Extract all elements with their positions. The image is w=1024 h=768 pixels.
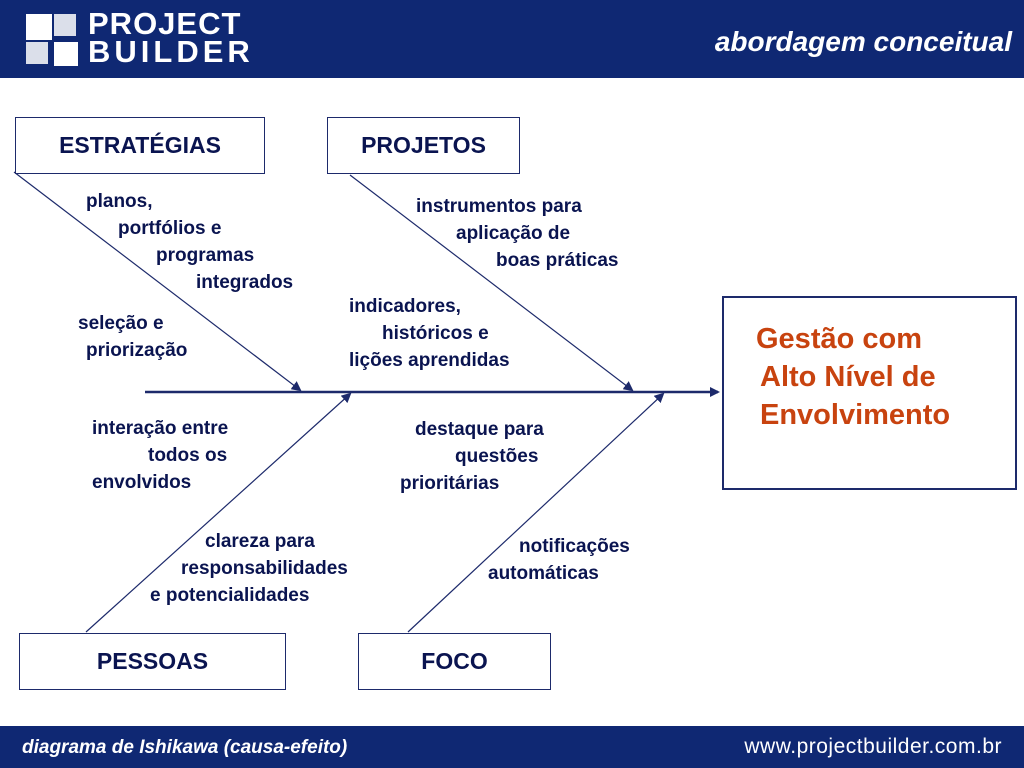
bone-people bbox=[85, 392, 352, 633]
cause-line: boas práticas bbox=[496, 250, 619, 271]
cause-line: envolvidos bbox=[92, 472, 192, 493]
category-focus: FOCO bbox=[358, 633, 551, 690]
bone-projects bbox=[349, 174, 634, 392]
cause-line: priorização bbox=[86, 340, 188, 361]
cause-line: interação entre bbox=[92, 418, 229, 439]
cause-line: questões bbox=[455, 446, 539, 467]
cause-line: planos, bbox=[86, 191, 153, 212]
cause-line: portfólios e bbox=[118, 218, 222, 239]
logo-line-2: BUILDER bbox=[88, 34, 254, 69]
cause-people-clarity: clareza para responsabilidades e potenci… bbox=[150, 528, 348, 609]
cause-line: programas bbox=[156, 245, 255, 266]
project-builder-logo: PROJECT BUILDER bbox=[24, 6, 274, 70]
cause-line: automáticas bbox=[488, 563, 599, 584]
cause-line: todos os bbox=[148, 445, 228, 466]
category-people: PESSOAS bbox=[19, 633, 286, 690]
effect-line: Alto Nível de bbox=[760, 361, 936, 393]
effect-text: Gestão com Alto Nível de Envolvimento bbox=[756, 320, 950, 434]
footer-bar: diagrama de Ishikawa (causa-efeito) www.… bbox=[0, 726, 1024, 768]
cause-line: históricos e bbox=[382, 323, 489, 344]
logo-squares-icon bbox=[26, 14, 78, 66]
logo-line-1: PROJECT bbox=[88, 6, 242, 41]
cause-people-interaction: interação entre todos os envolvidos bbox=[92, 415, 228, 496]
cause-line: aplicação de bbox=[456, 223, 571, 244]
cause-strategies-selection: seleção e priorização bbox=[78, 310, 187, 364]
cause-line: responsabilidades bbox=[181, 558, 348, 579]
cause-focus-highlight: destaque para questões prioritárias bbox=[400, 416, 544, 497]
cause-line: indicadores, bbox=[349, 296, 461, 317]
effect-box: Gestão com Alto Nível de Envolvimento bbox=[722, 296, 1017, 490]
effect-line: Envolvimento bbox=[760, 399, 951, 431]
cause-line: seleção e bbox=[78, 313, 164, 334]
cause-strategies-plans: planos, portfólios e programas integrado… bbox=[86, 188, 293, 296]
cause-line: e potencialidades bbox=[150, 585, 310, 606]
cause-line: destaque para bbox=[415, 419, 544, 440]
cause-line: instrumentos para bbox=[416, 196, 582, 217]
cause-line: prioritárias bbox=[400, 473, 500, 494]
footer-caption: diagrama de Ishikawa (causa-efeito) bbox=[22, 737, 348, 758]
category-projects: PROJETOS bbox=[327, 117, 520, 174]
logo-text: PROJECT BUILDER bbox=[88, 6, 254, 69]
header-bar: PROJECT BUILDER abordagem conceitual bbox=[0, 0, 1024, 78]
bone-strategies bbox=[13, 171, 302, 392]
cause-focus-notifications: notificações automáticas bbox=[488, 533, 630, 587]
cause-projects-indicators: indicadores, históricos e lições aprendi… bbox=[349, 293, 510, 374]
cause-line: notificações bbox=[519, 536, 630, 557]
cause-projects-instruments: instrumentos para aplicação de boas prát… bbox=[416, 193, 619, 274]
footer-url[interactable]: www.projectbuilder.com.br bbox=[744, 735, 1002, 758]
effect-line: Gestão com bbox=[756, 323, 922, 355]
cause-line: lições aprendidas bbox=[349, 350, 510, 371]
category-strategies: ESTRATÉGIAS bbox=[15, 117, 265, 174]
header-subtitle: abordagem conceitual bbox=[714, 26, 1012, 57]
cause-line: clareza para bbox=[205, 531, 315, 552]
cause-line: integrados bbox=[196, 272, 294, 293]
bone-focus bbox=[407, 392, 665, 633]
